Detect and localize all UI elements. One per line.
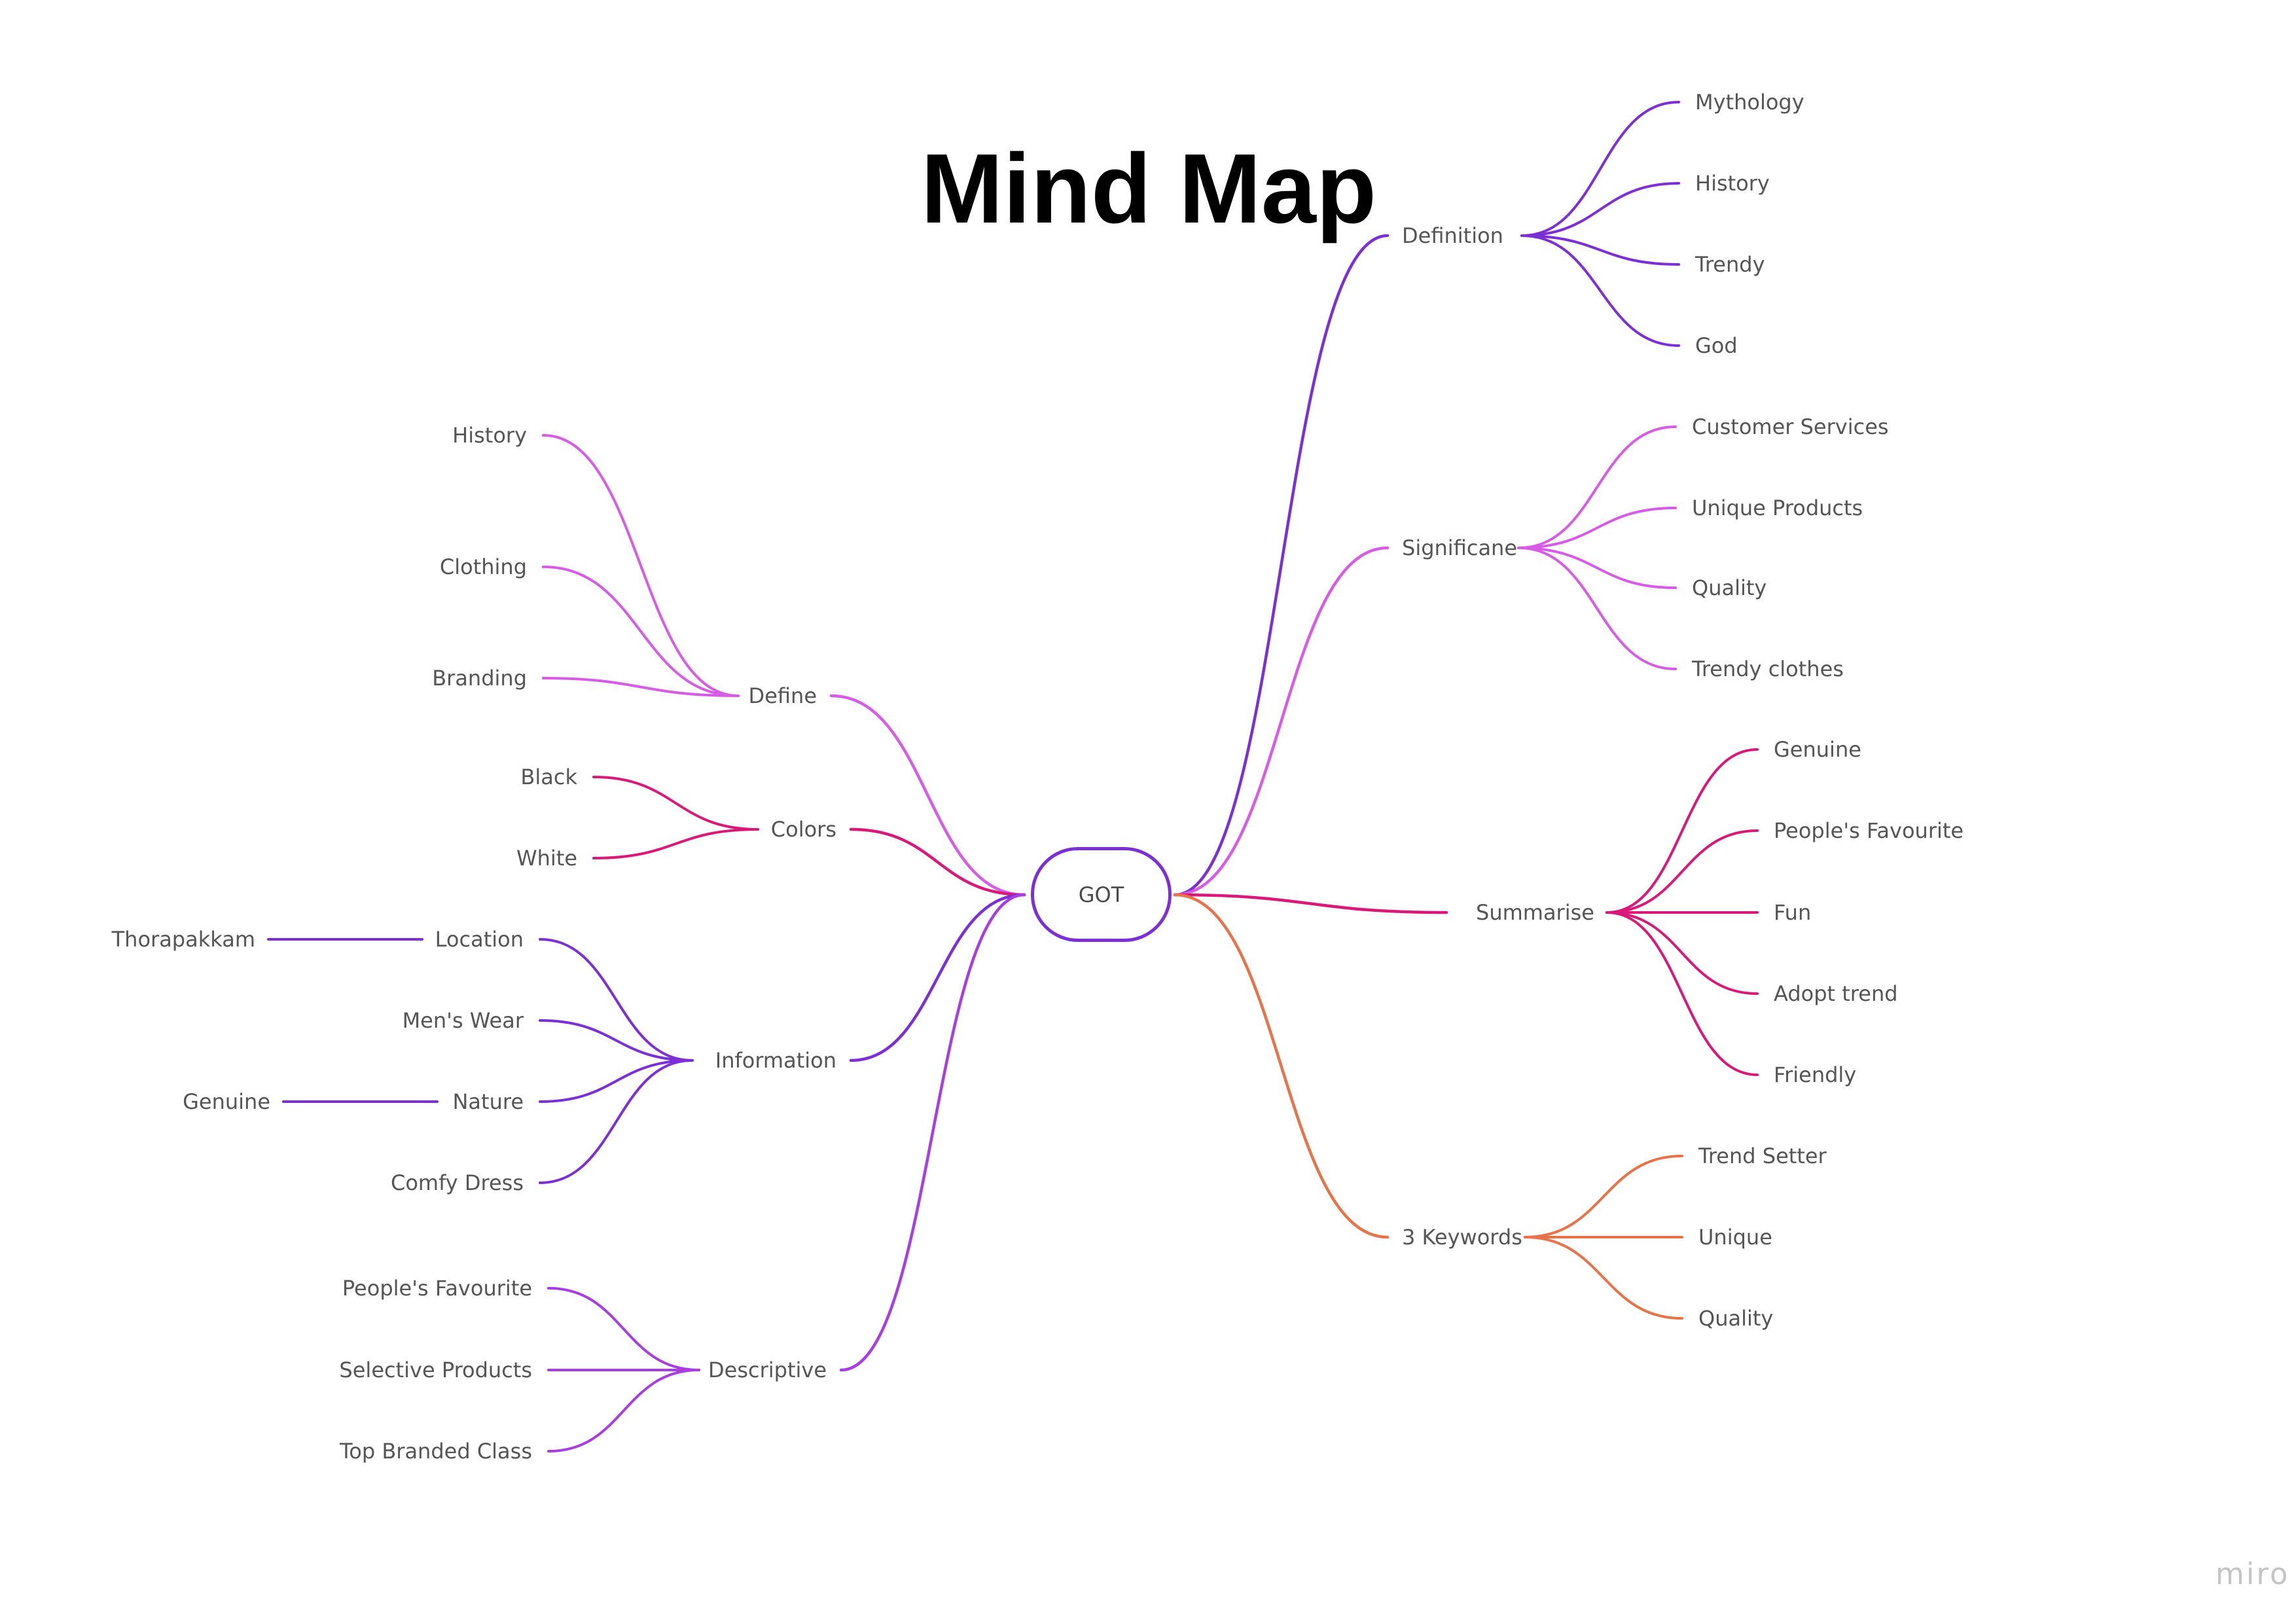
node-summarise-child[interactable]: Fun [1774, 900, 1811, 925]
connector-root-keywords [1173, 893, 1390, 1239]
node-define-child[interactable]: Branding [432, 666, 527, 691]
connector-root-descriptive [839, 893, 1026, 1372]
connector-root-significance [1173, 546, 1390, 897]
connector-information-1 [539, 1019, 694, 1062]
node-keywords-child[interactable]: Quality [1698, 1306, 1773, 1331]
node-location-sub[interactable]: Thorapakkam [111, 927, 255, 952]
connector-significance-2 [1517, 547, 1677, 589]
node-define[interactable]: Define [749, 683, 817, 708]
node-define-child[interactable]: Clothing [440, 554, 527, 579]
node-summarise-child[interactable]: Adopt trend [1774, 981, 1898, 1006]
connector-definition-1 [1520, 182, 1680, 237]
connector-information-3 [539, 1059, 694, 1184]
node-colors_branch-child[interactable]: White [516, 846, 577, 871]
connector-definition-3 [1520, 234, 1680, 347]
node-summarise-child[interactable]: People's Favourite [1774, 818, 1964, 843]
node-descriptive[interactable]: Descriptive [708, 1358, 827, 1382]
node-colors_branch[interactable]: Colors [771, 817, 836, 842]
connector-information-2 [539, 1059, 694, 1103]
connector-define-2 [542, 677, 740, 697]
node-descriptive-child[interactable]: People's Favourite [342, 1276, 532, 1301]
node-definition-child[interactable]: Mythology [1695, 90, 1804, 115]
node-information-child[interactable]: Location [435, 927, 524, 952]
connector-significance-3 [1517, 547, 1677, 670]
node-information-child[interactable]: Nature [452, 1089, 524, 1114]
node-significance-child[interactable]: Customer Services [1692, 414, 1889, 439]
connector-information-0 [539, 938, 694, 1062]
connector-significance-0 [1517, 425, 1677, 549]
node-definition-child[interactable]: History [1695, 171, 1770, 196]
connector-summarise-3 [1605, 911, 1759, 995]
node-definition-child[interactable]: Trendy [1695, 252, 1765, 277]
root-node[interactable]: GOT [1031, 847, 1172, 942]
connector-define-1 [542, 566, 740, 697]
page-title: Mind Map [920, 133, 1377, 244]
connector-define-0 [542, 434, 740, 697]
connector-root-summarise [1173, 893, 1448, 914]
connector-keywords-2 [1524, 1236, 1683, 1320]
node-information[interactable]: Information [715, 1048, 836, 1073]
node-summarise-child[interactable]: Genuine [1774, 737, 1861, 762]
node-descriptive-child[interactable]: Selective Products [339, 1358, 532, 1382]
connector-summarise-1 [1605, 829, 1759, 914]
connector-layer [267, 101, 1759, 1453]
miro-watermark: miro [2215, 1557, 2290, 1591]
connector-root-colors_branch [849, 827, 1026, 897]
connector-root-information [849, 893, 1026, 1062]
connector-root-definition [1173, 234, 1390, 897]
connector-root-define [829, 694, 1026, 897]
connector-definition-0 [1520, 101, 1680, 237]
node-define-child[interactable]: History [452, 423, 527, 448]
node-keywords-child[interactable]: Unique [1698, 1225, 1772, 1250]
node-definition-child[interactable]: God [1695, 333, 1738, 358]
node-significance-child[interactable]: Unique Products [1692, 496, 1863, 520]
connector-summarise-4 [1605, 911, 1759, 1076]
node-keywords[interactable]: 3 Keywords [1402, 1225, 1522, 1250]
connector-descriptive-2 [547, 1369, 700, 1453]
node-significance[interactable]: Significane [1402, 535, 1517, 560]
node-significance-child[interactable]: Trendy clothes [1691, 657, 1844, 681]
connector-descriptive-0 [547, 1287, 700, 1371]
connector-summarise-0 [1605, 748, 1759, 914]
node-information-child[interactable]: Comfy Dress [391, 1170, 524, 1195]
connector-colors_branch-0 [592, 776, 759, 831]
connector-keywords-0 [1524, 1155, 1683, 1238]
connector-significance-1 [1517, 507, 1677, 549]
root-node-label: GOT [1078, 882, 1124, 907]
node-descriptive-child[interactable]: Top Branded Class [339, 1439, 532, 1464]
node-keywords-child[interactable]: Trend Setter [1698, 1144, 1827, 1168]
connector-colors_branch-1 [592, 828, 759, 859]
node-summarise-child[interactable]: Friendly [1774, 1062, 1856, 1087]
node-nature-sub[interactable]: Genuine [183, 1089, 270, 1114]
node-summarise[interactable]: Summarise [1476, 900, 1594, 925]
node-significance-child[interactable]: Quality [1692, 575, 1767, 600]
label-layer: DefinitionMythologyHistoryTrendyGodSigni… [111, 90, 1964, 1464]
node-information-child[interactable]: Men's Wear [403, 1008, 524, 1033]
node-colors_branch-child[interactable]: Black [520, 765, 577, 789]
node-definition[interactable]: Definition [1402, 223, 1503, 248]
connector-definition-2 [1520, 234, 1680, 266]
